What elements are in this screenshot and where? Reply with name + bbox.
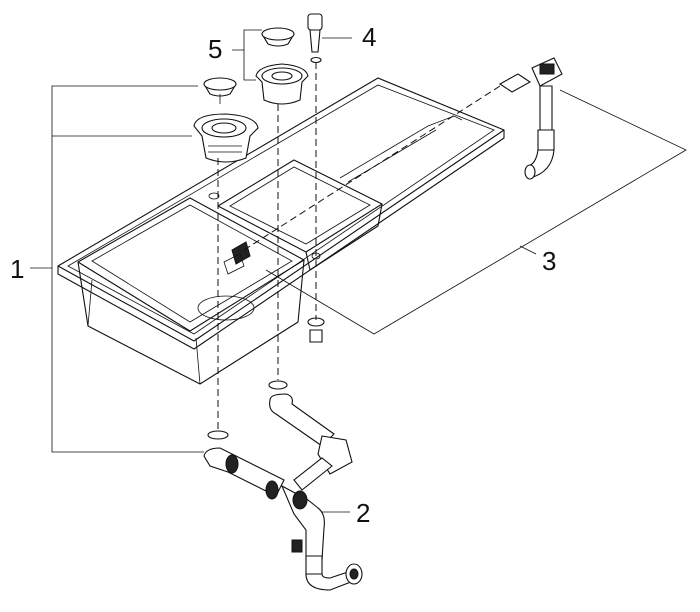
callout-2: 2 xyxy=(356,498,370,528)
assembly-lines xyxy=(217,62,501,430)
popup-control xyxy=(307,13,323,64)
main-bowl xyxy=(77,197,305,385)
basket-strainer-main xyxy=(193,77,259,163)
callout-leaders xyxy=(30,29,687,513)
callout-4: 4 xyxy=(362,22,376,52)
callout-3: 3 xyxy=(542,246,556,276)
overflow-kit xyxy=(498,57,563,180)
callout-1: 1 xyxy=(10,254,24,284)
basket-strainer-secondary xyxy=(255,27,309,105)
callout-5: 5 xyxy=(208,34,222,64)
waste-trap xyxy=(203,380,363,591)
overflow-head xyxy=(223,241,251,275)
sink xyxy=(57,77,505,385)
drain-seal xyxy=(307,317,325,343)
small-bowl xyxy=(217,159,383,271)
